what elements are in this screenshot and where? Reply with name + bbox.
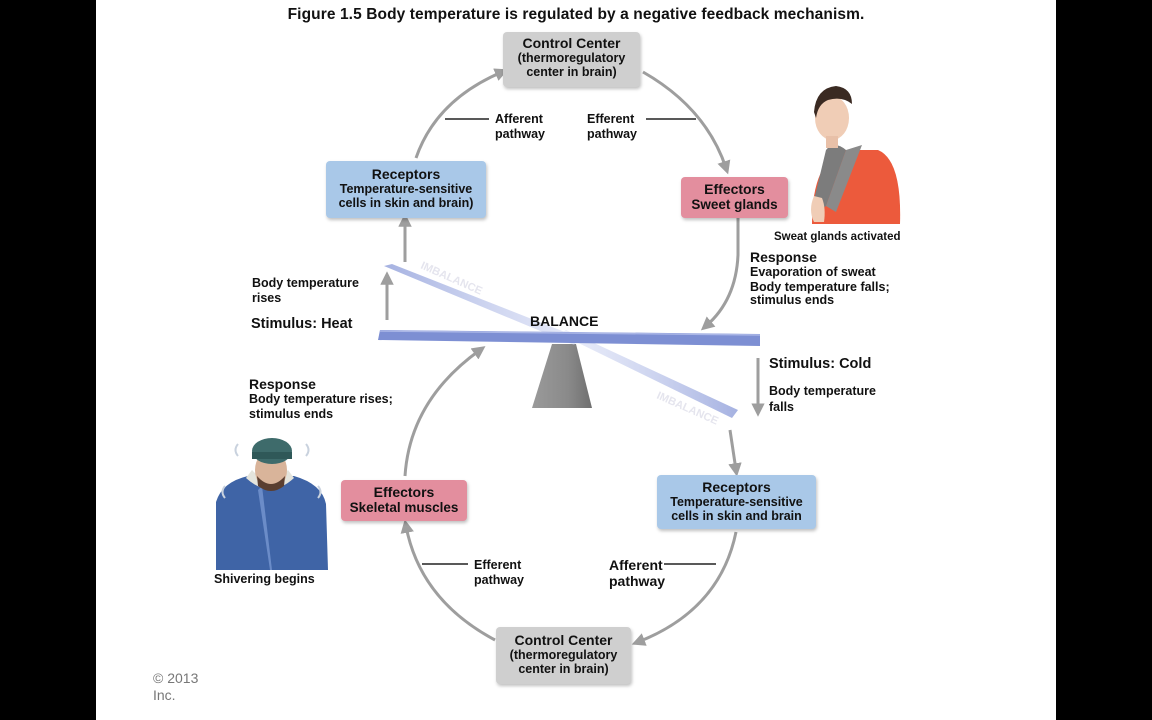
effectors-box-top: Effectors Sweet glands — [681, 177, 788, 218]
effectors-box-bottom: Effectors Skeletal muscles — [341, 480, 467, 521]
stimulus-heat-label: Stimulus: Heat — [251, 316, 353, 332]
label-line: falls — [769, 400, 795, 414]
arrow-effectors-to-balance-bottom — [403, 346, 486, 477]
shivering-man-illustration — [216, 438, 328, 570]
label-line: Body temperature — [769, 384, 876, 398]
arrow-control-to-effectors — [642, 70, 731, 175]
copyright-notice: © 2013 Inc. — [153, 670, 198, 704]
label-line: Afferent — [609, 557, 663, 573]
control-center-line: center in brain) — [518, 662, 609, 676]
afferent-pathway-label-bottom: Afferent pathway — [609, 557, 665, 589]
response-line: stimulus ends — [750, 293, 835, 307]
efferent-pathway-label-bottom: Efferent pathway — [474, 558, 524, 588]
copyright-line: Inc. — [153, 687, 176, 703]
response-line: Body temperature falls; — [750, 280, 890, 294]
label-line: Efferent — [474, 558, 522, 572]
sweat-glands-caption: Sweat glands activated — [774, 231, 901, 243]
effectors-heading: Effectors — [704, 181, 765, 197]
receptors-box-top: Receptors Temperature-sensitive cells in… — [326, 161, 486, 218]
control-center-box-bottom: Control Center (thermoregulatory center … — [496, 627, 631, 684]
receptors-line: Temperature-sensitive — [670, 495, 803, 509]
effectors-line: Sweet glands — [691, 197, 778, 212]
seesaw-fulcrum — [532, 344, 592, 408]
control-center-line: (thermoregulatory — [509, 648, 618, 662]
sweating-man-illustration — [811, 86, 901, 224]
response-line: Evaporation of sweat — [750, 265, 876, 279]
control-center-heading: Control Center — [522, 35, 621, 51]
arrow-receptors-to-control-bottom — [631, 531, 738, 646]
copyright-line: © 2013 — [153, 670, 199, 686]
control-center-line: center in brain) — [526, 65, 617, 79]
label-line: rises — [252, 291, 282, 305]
response-bottom: Response Body temperature rises; stimulu… — [249, 377, 393, 422]
receptors-line: cells in skin and brain — [671, 509, 802, 523]
receptors-heading: Receptors — [702, 479, 771, 495]
label-line: pathway — [474, 573, 525, 587]
label-line: Efferent — [587, 112, 635, 126]
control-center-box-top: Control Center (thermoregulatory center … — [503, 32, 640, 87]
body-temp-rises-label: Body temperature rises — [252, 276, 359, 306]
arrow-effectors-to-balance — [700, 218, 740, 331]
arrow-control-to-effectors-bottom — [400, 519, 496, 642]
label-line: pathway — [587, 127, 638, 141]
response-line: Body temperature rises; — [249, 392, 393, 406]
seesaw-beam-tilted-up — [384, 264, 580, 345]
label-line: Afferent — [495, 112, 543, 126]
response-line: stimulus ends — [249, 407, 334, 421]
arrow-imbalance-to-receptors-bottom — [728, 429, 742, 477]
figure-title: Figure 1.5 Body temperature is regulated… — [287, 6, 865, 23]
label-line: pathway — [609, 573, 666, 589]
effectors-line: Skeletal muscles — [349, 500, 459, 515]
control-center-heading: Control Center — [514, 632, 613, 648]
seesaw-beam-tilted-down — [560, 330, 738, 418]
response-heading: Response — [750, 249, 817, 265]
control-center-line: (thermoregulatory — [517, 51, 626, 65]
response-heading: Response — [249, 376, 316, 392]
receptors-line: cells in skin and brain) — [338, 196, 474, 210]
effectors-heading: Effectors — [373, 484, 435, 500]
label-line: Body temperature — [252, 276, 359, 290]
receptors-heading: Receptors — [371, 166, 441, 182]
receptors-box-bottom: Receptors Temperature-sensitive cells in… — [657, 475, 816, 529]
balance-label: BALANCE — [530, 313, 599, 329]
body-temp-falls-label: Body temperature falls — [769, 384, 876, 415]
shivering-caption: Shivering begins — [214, 572, 315, 586]
afferent-pathway-label-top: Afferent pathway — [495, 112, 545, 142]
stimulus-cold-label: Stimulus: Cold — [769, 356, 872, 372]
efferent-pathway-label-top: Efferent pathway — [587, 112, 637, 142]
label-line: pathway — [495, 127, 546, 141]
receptors-line: Temperature-sensitive — [339, 182, 473, 196]
arrow-receptors-to-control — [414, 68, 509, 159]
response-top: Response Evaporation of sweat Body tempe… — [750, 250, 890, 308]
